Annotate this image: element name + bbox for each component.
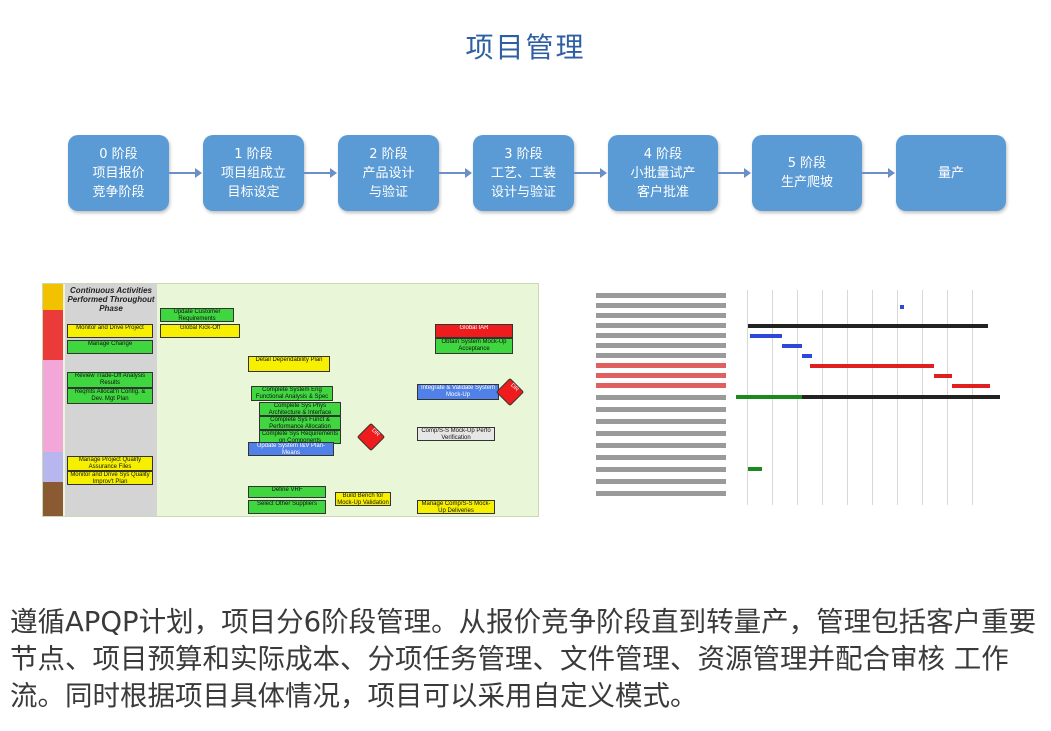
flow-arrow xyxy=(718,168,751,178)
task-row xyxy=(596,431,726,436)
task-row xyxy=(596,383,726,388)
pm-box: Comp/S-S Mock-Up Perfo Verification xyxy=(417,427,495,441)
pm-box: Global IAR xyxy=(435,324,513,338)
gantt-bar xyxy=(782,344,802,348)
pm-box: Select Other Suppliers xyxy=(248,500,326,514)
task-row xyxy=(596,479,726,484)
pm-box: Detail Dependability Plan xyxy=(248,356,330,372)
task-row xyxy=(596,343,726,348)
pm-box: Monitor and Drive Project xyxy=(67,324,153,338)
task-row xyxy=(596,353,726,358)
process-map-header: Continuous Activities Performed Througho… xyxy=(67,286,155,313)
stage-4: 4 阶段 小批量试产 客户批准 xyxy=(608,135,718,211)
stage-0: 0 阶段 项目报价 竞争阶段 xyxy=(68,135,169,211)
pm-box: Define VRF xyxy=(248,486,326,498)
task-row xyxy=(596,373,726,378)
pm-box: Integrate & Validate System Mock-Up xyxy=(417,384,499,400)
pm-box: Review Trade-Off Analysis Results xyxy=(67,372,153,388)
decision-diamond: DR xyxy=(495,377,525,407)
gantt-bar xyxy=(736,395,802,399)
flow-arrow xyxy=(862,168,895,178)
stage-4-label: 4 阶段 小批量试产 客户批准 xyxy=(630,146,696,200)
stage-5: 5 阶段 生产爬坡 xyxy=(752,135,862,211)
stage-3-label: 3 阶段 工艺、工装 设计与验证 xyxy=(490,146,556,200)
pm-box: Complete Sys Funct & Performance Allocat… xyxy=(259,416,341,430)
gantt-bar xyxy=(802,354,812,358)
stage-6-label: 量产 xyxy=(937,165,964,181)
gantt-bar xyxy=(810,364,934,368)
gantt-bar xyxy=(736,395,1000,399)
pm-box: Monitor and Drive Sys Quality Improv't P… xyxy=(67,471,153,485)
stage-6: 量产 xyxy=(896,135,1006,211)
stage-1-label: 1 阶段 项目组成立 目标设定 xyxy=(220,146,286,200)
lane-sales xyxy=(43,284,63,310)
flow-arrow xyxy=(304,168,337,178)
pm-box: Update Customer Requirements xyxy=(160,308,234,322)
lane-purchasing xyxy=(43,482,63,516)
task-row xyxy=(596,363,726,368)
task-row xyxy=(596,419,726,424)
lane-system-engineering xyxy=(43,360,63,452)
pm-box: Manage Comp/S-S Mock-Up Deliveries xyxy=(417,500,495,514)
stage-3: 3 阶段 工艺、工装 设计与验证 xyxy=(473,135,574,211)
pm-box: Build Bench for Mock-Up Validation xyxy=(335,492,391,506)
task-row xyxy=(596,395,726,400)
task-row xyxy=(596,333,726,338)
flow-arrow xyxy=(574,168,607,178)
page-title: 项目管理 xyxy=(465,31,586,64)
stage-5-label: 5 阶段 生产爬坡 xyxy=(780,156,833,190)
task-row xyxy=(596,491,726,496)
decision-diamond: DR xyxy=(356,422,386,452)
task-row xyxy=(596,303,726,308)
process-map-image: Continuous Activities Performed Througho… xyxy=(42,283,539,517)
pm-box: Obtain System Mock-Up Acceptance xyxy=(435,338,513,354)
task-row xyxy=(596,407,726,412)
pm-box: Manage Project Quality Assurance Files xyxy=(67,456,153,471)
stage-1: 1 阶段 项目组成立 目标设定 xyxy=(203,135,304,211)
gantt-bar xyxy=(900,305,904,309)
gantt-bar xyxy=(952,384,990,388)
flow-arrow xyxy=(439,168,472,178)
pm-box: Update System I&V Plan-Means xyxy=(248,442,334,456)
task-row xyxy=(596,467,726,472)
stage-2: 2 阶段 产品设计 与验证 xyxy=(338,135,439,211)
gantt-bar xyxy=(750,334,782,338)
task-row xyxy=(596,313,726,318)
task-row xyxy=(596,293,726,298)
gantt-bar xyxy=(934,374,952,378)
stage-0-label: 0 阶段 项目报价 竞争阶段 xyxy=(92,146,145,200)
description-paragraph: 遵循APQP计划，项目分6阶段管理。从报价竞争阶段直到转量产，管理包括客户重要节… xyxy=(10,606,1037,712)
gantt-chart-image xyxy=(592,285,1004,505)
flow-arrow xyxy=(169,168,202,178)
pm-box: Manage Change xyxy=(67,340,153,354)
gantt-bar xyxy=(748,467,762,471)
pm-box: Global Kick-Off xyxy=(160,324,240,338)
task-row xyxy=(596,323,726,328)
pm-box: Complete System Eng Functional Analysis … xyxy=(251,386,333,401)
task-row xyxy=(596,455,726,460)
stage-2-label: 2 阶段 产品设计 与验证 xyxy=(362,146,415,200)
lane-quality xyxy=(43,452,63,482)
gantt-bar xyxy=(748,324,988,328)
phase-flow: 0 阶段 项目报价 竞争阶段 1 阶段 项目组成立 目标设定 2 阶段 产品设计… xyxy=(0,0,1051,240)
pm-box: Reqmts Allocat'n Config. & Dev. Mgt Plan xyxy=(67,388,153,404)
task-row xyxy=(596,443,726,448)
lane-project xyxy=(43,310,63,360)
pm-box: Complete Sys Phys Architecture & Interfa… xyxy=(259,402,341,416)
